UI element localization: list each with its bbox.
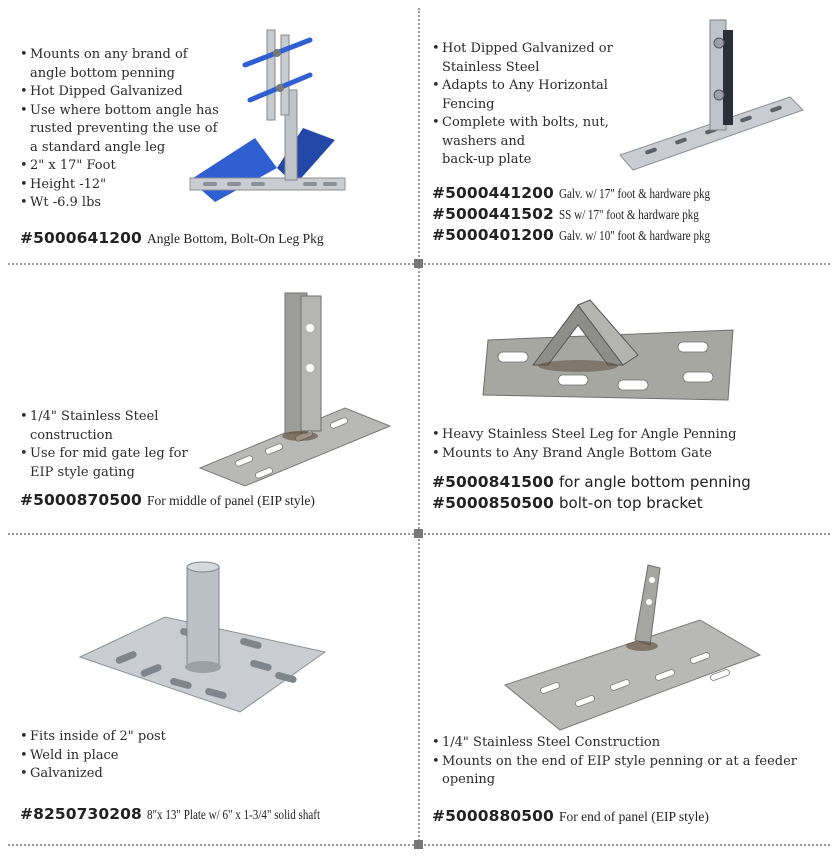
feature-bullet: 2" x 17" Foot bbox=[20, 157, 235, 176]
feature-list: 1/4" Stainless SteelconstructionUse for … bbox=[20, 408, 210, 482]
sku-line: #5000641200 Angle Bottom, Bolt-On Leg Pk… bbox=[20, 229, 324, 247]
end-panel-leg-icon bbox=[503, 564, 762, 731]
sku-line: #5000850500 bolt-on top bracket bbox=[432, 494, 703, 512]
sku-line: #5000880500 For end of panel (EIP style) bbox=[432, 807, 709, 825]
angle-penning-leg-icon bbox=[482, 299, 734, 401]
sku-line: #5000441502 SS w/ 17" foot & hardware pk… bbox=[432, 205, 699, 223]
feature-bullet: Mounts to Any Brand Angle Bottom Gate bbox=[432, 445, 822, 464]
feature-list: 1/4" Stainless Steel ConstructionMounts … bbox=[432, 734, 827, 790]
feature-bullet: Galvanized bbox=[20, 765, 280, 784]
feature-bullet: 1/4" Stainless Steel Construction bbox=[432, 734, 827, 753]
feature-bullet: Wt -6.9 lbs bbox=[20, 194, 235, 213]
feature-bullet: Fits inside of 2" post bbox=[20, 728, 280, 747]
mid-panel-leg-icon bbox=[198, 292, 392, 487]
feature-list: Heavy Stainless Steel Leg for Angle Penn… bbox=[432, 426, 822, 463]
feature-bullet: Hot Dipped Galvanized bbox=[20, 83, 235, 102]
sku-line: #5000401200 Galv. w/ 10" foot & hardware… bbox=[432, 226, 711, 244]
sku-line: #5000841500 for angle bottom penning bbox=[432, 473, 751, 491]
feature-bullet: Height -12" bbox=[20, 176, 235, 195]
sku-line: #8250730208 8"x 13" Plate w/ 6" x 1-3/4"… bbox=[20, 805, 321, 823]
divider-node bbox=[414, 840, 423, 849]
vertical-divider bbox=[418, 8, 420, 845]
sku-line: #5000441200 Galv. w/ 17" foot & hardware… bbox=[432, 184, 711, 202]
bolt-on-angle-leg-icon bbox=[189, 29, 346, 202]
sku-line: #5000870500 For middle of panel (EIP sty… bbox=[20, 491, 315, 509]
divider-node bbox=[414, 259, 423, 268]
feature-bullet: Mounts on the end of EIP style penning o… bbox=[432, 753, 827, 790]
feature-bullet: Heavy Stainless Steel Leg for Angle Penn… bbox=[432, 426, 822, 445]
t-foot-bracket-icon bbox=[619, 19, 804, 171]
feature-bullet: Complete with bolts, nut,washers andback… bbox=[432, 114, 642, 170]
post-plate-shaft-icon bbox=[78, 561, 327, 713]
feature-bullet: Weld in place bbox=[20, 747, 280, 766]
feature-list: Fits inside of 2" postWeld in placeGalva… bbox=[20, 728, 280, 784]
divider-node bbox=[414, 529, 423, 538]
